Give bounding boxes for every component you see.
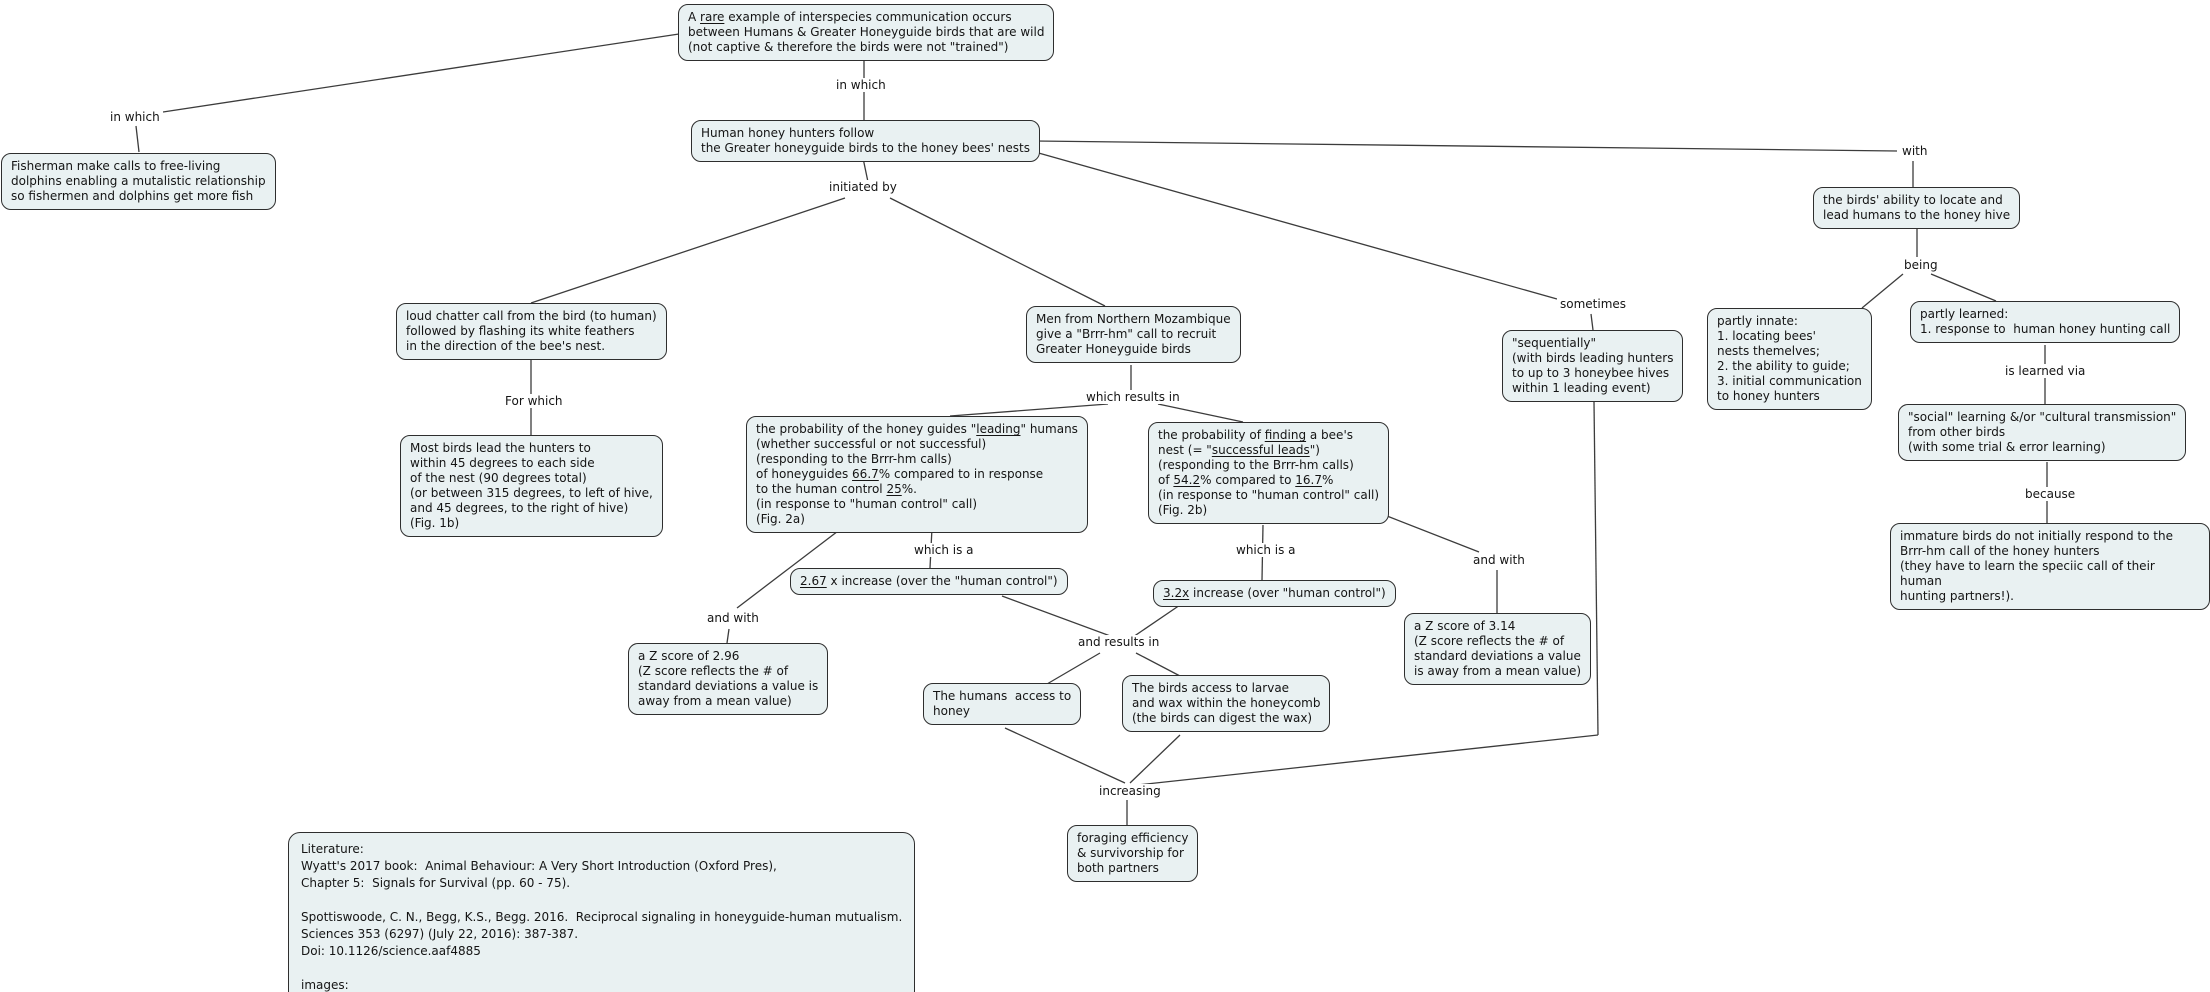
edge-increase267-to-and-results-in [1001,595,1114,638]
edge-label-being[interactable]: being [1901,258,1941,272]
edge-label-and-results-in[interactable]: and results in [1075,635,1163,649]
edge-label-initiated-by[interactable]: initiated by [826,180,900,194]
edge-initiated-by-to-mozambique [889,197,1106,307]
node-loud-chatter-call[interactable]: loud chatter call from the bird (to huma… [396,303,667,360]
node-increase-3-2x[interactable]: 3.2x increase (over "human control") [1153,580,1396,607]
node-top-rare-example[interactable]: A rare example of interspecies communica… [678,4,1055,61]
node-increase-2-67x[interactable]: 2.67 x increase (over the "human control… [790,568,1068,595]
node-z-score-2-96[interactable]: a Z score of 2.96(Z score reflects the #… [628,643,829,715]
edge-label-which-is-a-right[interactable]: which is a [1233,543,1299,557]
edge-being-to-partly-innate [1861,273,1904,309]
edge-label-in-which-center[interactable]: in which [833,78,889,92]
edge-label-and-with-right[interactable]: and with [1470,553,1528,567]
edge-being-to-partly-learned [1930,273,1997,302]
edge-ari-to-birds-access [1135,652,1181,677]
edge-hunters-to-initiated-by [862,157,869,183]
edge-wri-to-prob-leading [949,403,1109,417]
edge-label-and-with-left[interactable]: and with [704,611,762,625]
edge-hunters-to-sometimes [1034,151,1558,300]
node-sequentially[interactable]: "sequentially"(with birds leading hunter… [1502,330,1684,402]
edge-in-which-left-to-fisherman [135,125,140,153]
edge-label-because[interactable]: because [2022,487,2079,501]
edge-humans-access-to-increasing [1004,727,1126,784]
node-social-learning[interactable]: "social" learning &/or "cultural transmi… [1898,404,2187,461]
edge-wri-to-prob-finding [1157,403,1244,423]
edge-birds-access-to-increasing [1129,734,1181,784]
node-literature[interactable]: Literature:Wyatt's 2017 book: Animal Beh… [288,832,916,992]
node-partly-innate[interactable]: partly innate:1. locating bees'nests the… [1707,308,1872,410]
edge-label-is-learned-via[interactable]: is learned via [2002,364,2089,378]
edge-label-which-results-in[interactable]: which results in [1083,390,1183,404]
edge-prob-leading-to-and-with-left [736,527,843,609]
edge-label-sometimes[interactable]: sometimes [1557,297,1630,311]
edge-prob-finding-to-and-with-right [1386,515,1480,553]
edge-label-in-which-left[interactable]: in which [107,110,163,124]
edge-sometimes-to-sequentially [1590,313,1594,331]
edge-label-increasing[interactable]: increasing [1096,784,1164,798]
edge-and-with-left-to-z296 [726,628,730,644]
edge-top-to-in-which-left [162,33,680,113]
node-z-score-3-14[interactable]: a Z score of 3.14(Z score reflects the #… [1404,613,1592,685]
edge-label-which-is-a-left[interactable]: which is a [911,543,977,557]
edge-increase32-to-and-results-in [1132,604,1181,638]
node-partly-learned[interactable]: partly learned:1. response to human hone… [1910,301,2181,343]
node-probability-leading[interactable]: the probability of the honey guides "lea… [746,416,1088,533]
edge-initiated-by-to-loud-chatter [530,197,846,304]
edge-sequentially-down [1593,401,1599,736]
edge-label-with[interactable]: with [1899,144,1931,158]
edge-ari-to-humans-access [1046,652,1101,685]
node-immature-birds[interactable]: immature birds do not initially respond … [1890,523,2210,610]
edge-sequentially-to-increasing [1127,734,1599,787]
edge-hunters-to-with [1034,140,1898,152]
edge-label-for-which[interactable]: For which [502,394,566,408]
